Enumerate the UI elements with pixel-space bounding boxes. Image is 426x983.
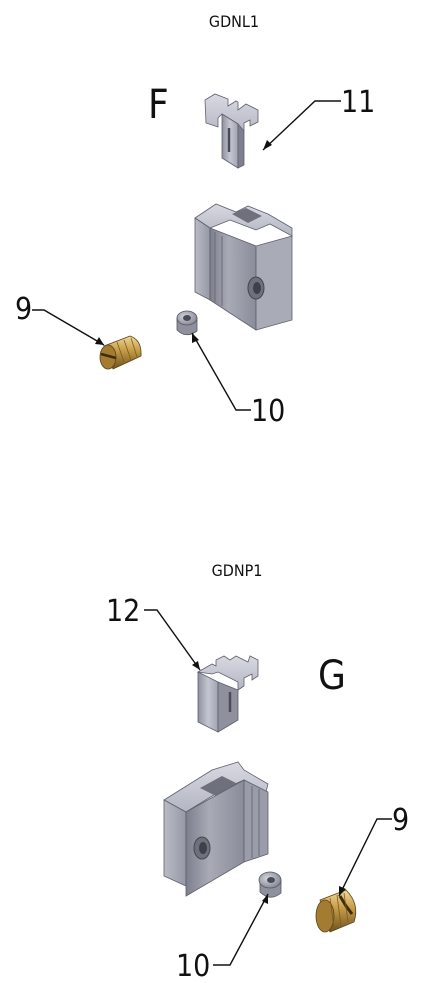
leader-line-clip (262, 100, 341, 151)
leader-line-screw (32, 309, 105, 346)
block-part (194, 203, 293, 331)
callout-clip: 11 (341, 85, 375, 120)
nut-part (176, 310, 198, 336)
leader-arrow-nut (192, 333, 199, 343)
clip-part (204, 93, 259, 169)
clip-part (196, 655, 259, 733)
leader-arrow-screw (339, 886, 346, 896)
screw-part (99, 335, 142, 370)
assembly-gdnp1: GDNP1 G (106, 561, 409, 983)
nut-part (258, 871, 282, 898)
leader-arrow-screw (95, 337, 104, 345)
callout-clip: 12 (106, 594, 140, 629)
leader-line-screw (338, 818, 392, 897)
leader-arrow-nut (262, 894, 268, 904)
assembly-title: GDNL1 (209, 12, 259, 31)
callout-nut: 10 (176, 949, 210, 983)
block-part (163, 761, 269, 897)
leader-line-clip (144, 609, 201, 671)
leader-line-nut (191, 332, 251, 411)
callout-screw: 9 (15, 292, 32, 327)
leader-line-nut (213, 893, 269, 966)
assembly-gdnl1: GDNL1 F (15, 12, 375, 429)
assembly-title: GDNP1 (212, 561, 263, 580)
view-letter: F (148, 82, 169, 128)
callout-nut: 10 (251, 394, 285, 429)
view-letter: G (318, 653, 346, 699)
leader-arrow-clip (263, 140, 272, 150)
screw-part (315, 889, 357, 933)
leader-arrow-clip (192, 661, 200, 670)
callout-screw: 9 (392, 803, 409, 838)
